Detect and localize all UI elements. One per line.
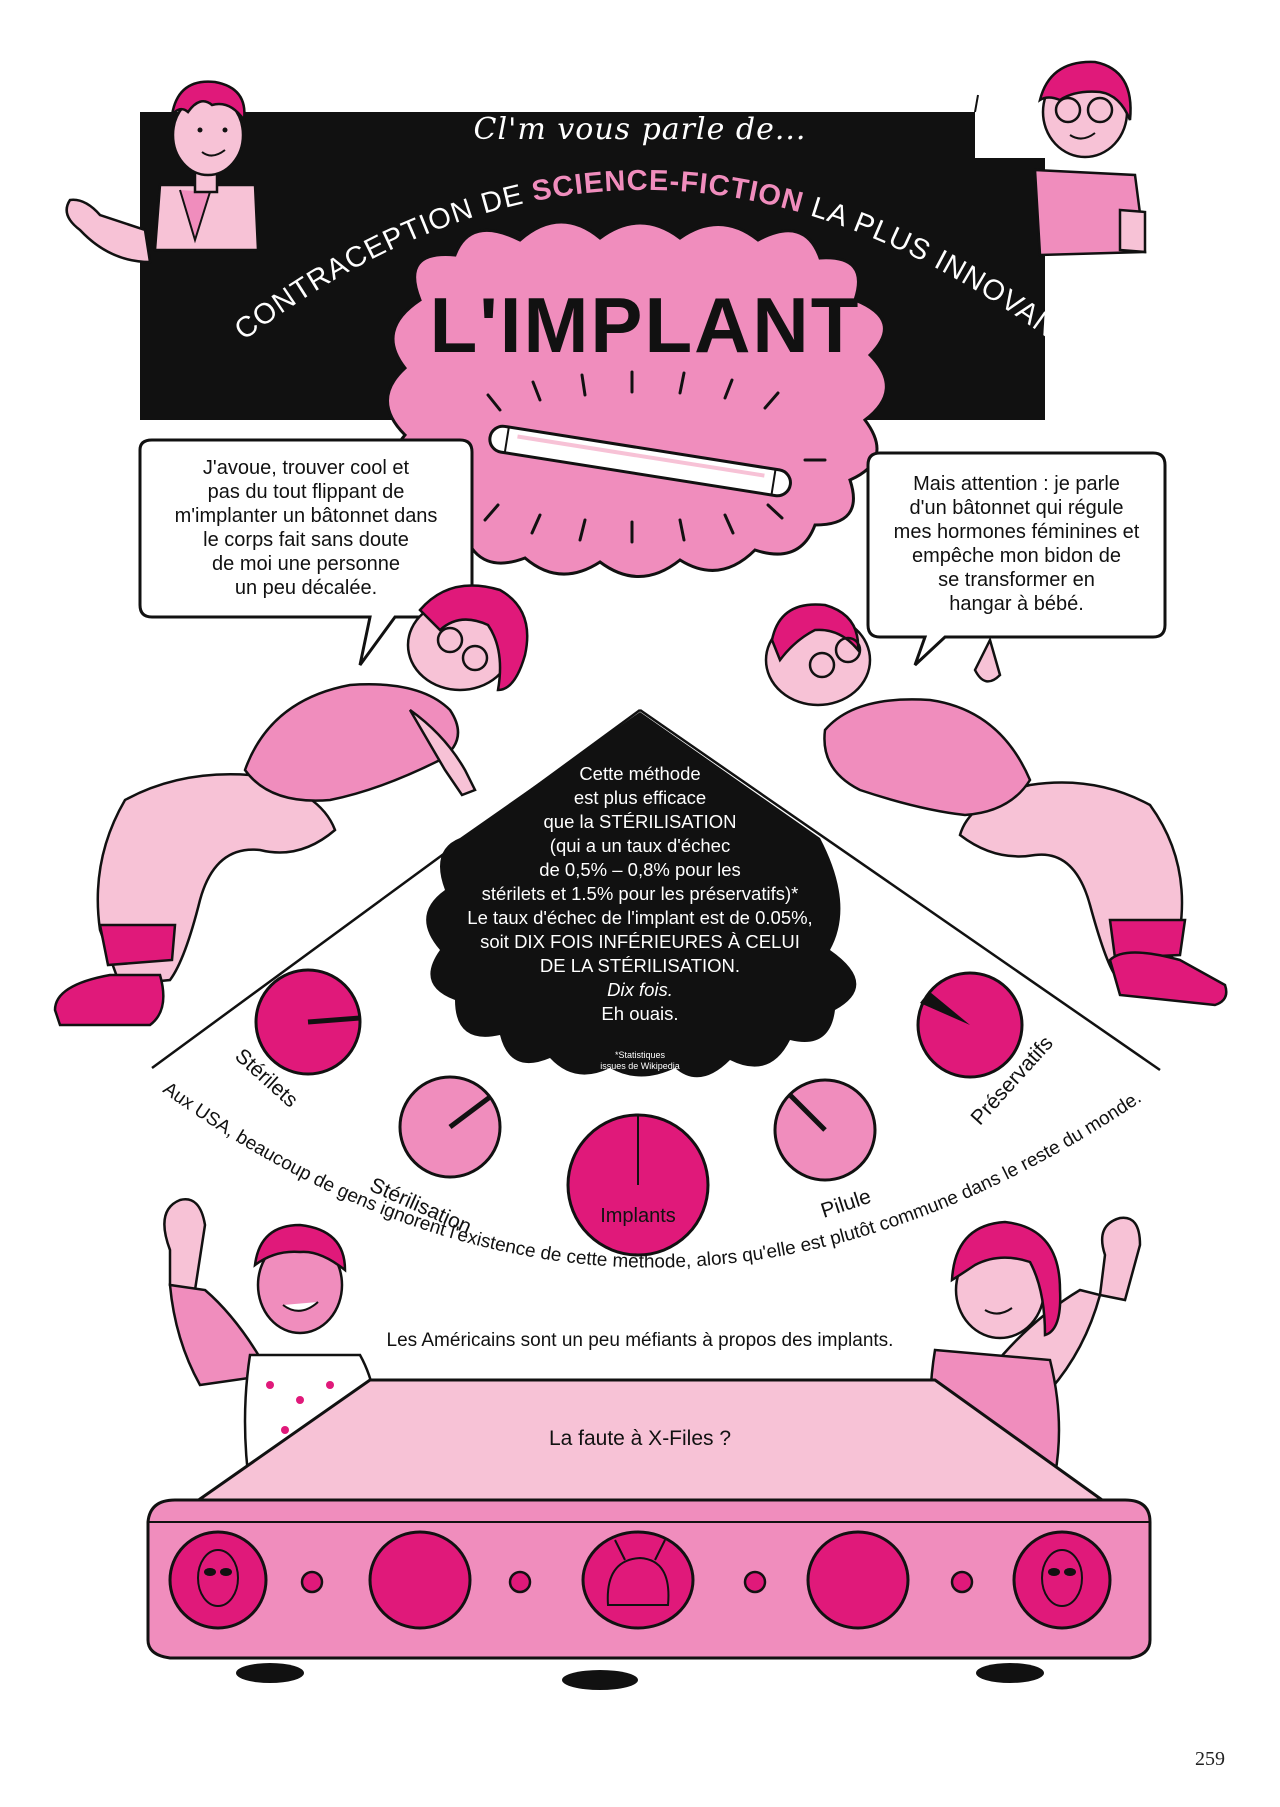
implant-rod [488,424,792,498]
character-bottom-right [928,1216,1142,1482]
character-left-reclining [53,584,529,1027]
left-bubble-line: de moi une personne [212,553,400,575]
character-top-left [65,80,260,264]
alien-spaceship [146,1378,1152,1690]
info-line: DE LA STÉRILISATION. [539,955,741,976]
info-line: (qui a un taux d'échec [549,835,731,856]
right-bubble-line: se transformer en [938,569,1095,591]
info-emphasis: Dix fois. [607,979,673,1000]
left-bubble-line: pas du tout flippant de [207,481,405,503]
method-pie-preservatifs [916,971,1024,1079]
info-closing: Eh ouais. [601,1003,679,1024]
footnote-line: *Statistiques [614,1050,666,1060]
left-bubble-line: m'implanter un bâtonnet dans [174,505,438,527]
right-bubble-line: hangar à bébé. [949,593,1084,615]
right-bubble-text: Mais attention : je parle d'un bâtonnet … [870,472,1163,616]
right-bubble-line: empêche mon bidon de [911,545,1122,567]
implant-title: L'IMPLANT [430,281,861,369]
footnote-line: issues de Wikipedia [600,1061,680,1071]
header-intro: Cl'm vous parle de... [473,112,807,147]
burst-lines [448,370,827,544]
info-cloud-text: Cette méthode est plus efficace que la S… [430,762,850,1026]
right-speech-bubble [866,451,1167,667]
method-pie-sterilisation [398,1075,502,1179]
right-bubble-line: mes hormones féminines et [893,521,1140,543]
character-top-right [1033,60,1147,257]
right-bubble-line: d'un bâtonnet qui régule [909,497,1124,519]
info-line: Cette méthode [579,763,701,784]
info-line: stérilets et 1.5% pour les préservatifs)… [481,883,799,904]
character-right-reclining [764,603,1228,1007]
info-line: soit DIX FOIS INFÉRIEURES À CELUI [480,931,800,952]
info-cloud [426,712,857,1078]
info-line: est plus efficace [573,787,707,808]
label-implants: Implants [600,1205,676,1227]
left-bubble-text: J'avoue, trouver cool et pas du tout fli… [142,456,470,600]
method-pie-pilule [773,1078,877,1182]
info-line: que la STÉRILISATION [543,811,737,832]
footnote: *Statistiques issues de Wikipedia [570,1050,710,1072]
caption-xfiles: La faute à X-Files ? [548,1427,732,1450]
left-bubble-line: J'avoue, trouver cool et [202,457,410,479]
label-pilule: Pilule [818,1185,874,1223]
info-line: de 0,5% – 0,8% pour les [539,859,741,880]
left-bubble-line: un peu décalée. [234,577,378,599]
method-pie-implants [566,1113,710,1257]
left-bubble-line: le corps fait sans doute [203,529,409,551]
page-number: 259 [1195,1748,1225,1770]
caption-americans: Les Américains sont un peu méfiants à pr… [386,1330,894,1351]
right-bubble-line: Mais attention : je parle [913,473,1120,495]
info-line: Le taux d'échec de l'implant est de 0.05… [467,907,813,928]
method-pie-sterilets [254,968,362,1076]
